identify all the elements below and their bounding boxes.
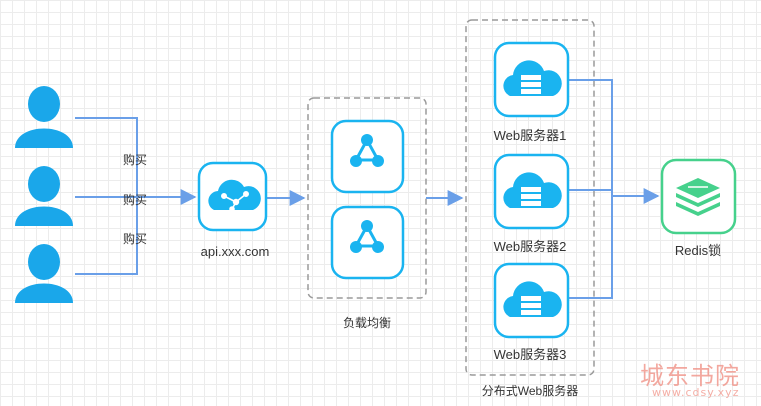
- web-to-redis-connectors: [568, 79, 660, 299]
- user-icon: [15, 244, 73, 303]
- web-cluster-group-box: [465, 19, 595, 376]
- user-icon: [15, 166, 73, 226]
- load-balancer-label: 负载均衡: [342, 316, 392, 330]
- api-gateway-icon: [197, 161, 268, 232]
- web-server-icon: [493, 262, 570, 339]
- web-server-label: Web服务器1: [493, 128, 567, 143]
- user-connectors: [75, 117, 197, 275]
- load-balancer-icon: [330, 119, 405, 194]
- web-server-icon: [493, 41, 570, 118]
- load-balancer-icon: [330, 205, 405, 280]
- web-server-label: Web服务器3: [493, 347, 567, 362]
- redis-icon: [660, 158, 737, 235]
- api-node-label: api.xxx.com: [200, 244, 270, 259]
- user-icon: [15, 86, 73, 148]
- redis-label: Redis锁: [674, 243, 722, 258]
- purchase-label: 购买: [123, 232, 148, 246]
- web-server-label: Web服务器2: [493, 239, 567, 254]
- watermark-url: www.cdsy.xyz: [652, 386, 740, 399]
- web-server-icon: [493, 153, 570, 230]
- load-balancer-group-box: [307, 97, 427, 299]
- web-cluster-label: 分布式Web服务器: [481, 384, 579, 398]
- purchase-label: 购买: [123, 153, 148, 167]
- purchase-label: 购买: [123, 193, 148, 207]
- watermark-text: 城东书院: [640, 362, 740, 390]
